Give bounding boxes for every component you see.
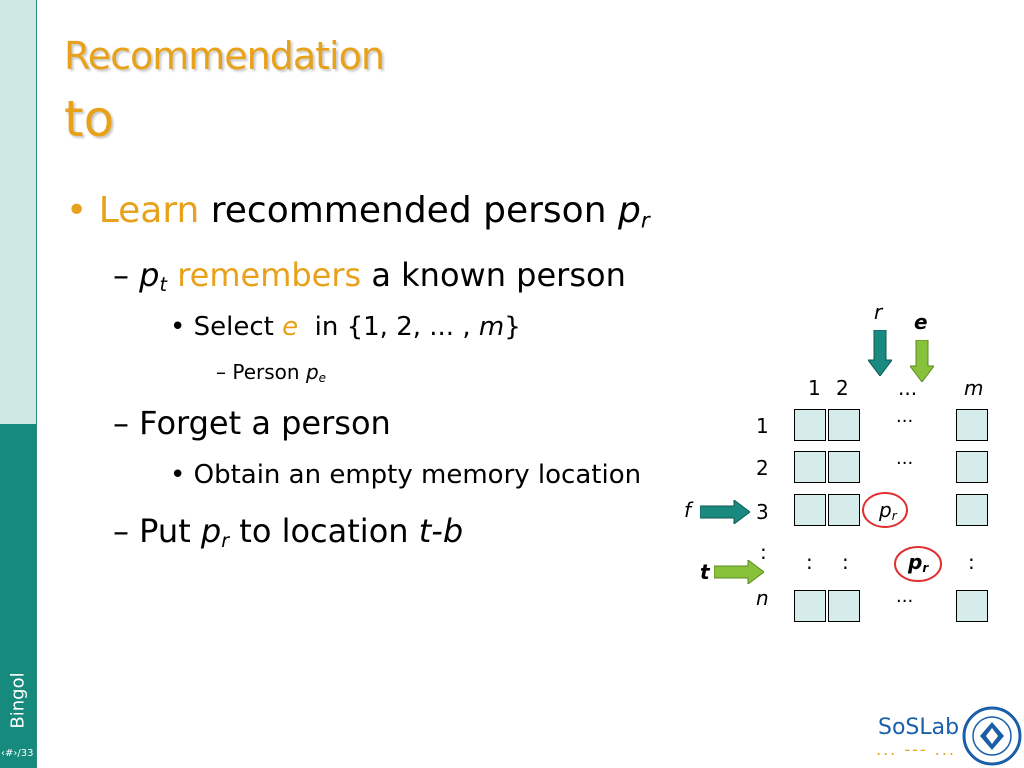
col-m-label: m bbox=[964, 376, 984, 400]
col-dots-label: ... bbox=[898, 376, 918, 400]
row-3-label: 3 bbox=[756, 500, 769, 524]
col-2-label: 2 bbox=[836, 376, 849, 400]
memory-cell bbox=[794, 409, 826, 441]
title-line-2: to bbox=[64, 90, 115, 148]
memory-cell bbox=[828, 494, 860, 526]
col-1-label: 1 bbox=[808, 376, 821, 400]
pr-target-label: pr bbox=[908, 550, 929, 575]
row-2-label: 2 bbox=[756, 456, 769, 480]
row-1-label: 1 bbox=[756, 414, 769, 438]
slide-number: ‹#›/33 bbox=[1, 748, 34, 759]
row-colon-label: : bbox=[760, 540, 767, 564]
bullet-select: • Select e in {1, 2, ... , m} bbox=[170, 312, 521, 342]
memory-cell bbox=[794, 451, 826, 483]
row-n-label: n bbox=[756, 586, 769, 610]
soslab-logo-dots: ... --- ... bbox=[876, 740, 957, 759]
bullet-forget: – Forget a person bbox=[113, 404, 391, 442]
memory-cell bbox=[828, 451, 860, 483]
row-ellipsis: ... bbox=[896, 406, 914, 427]
red-circle-icon bbox=[862, 492, 908, 528]
memory-cell bbox=[794, 494, 826, 526]
arrow-r-down-icon bbox=[868, 330, 892, 376]
row-ellipsis: ... bbox=[896, 448, 914, 469]
bullet-put: – Put pr to location t-b bbox=[113, 512, 464, 552]
sidebar-label: Bingol bbox=[7, 672, 29, 729]
arrow-e-label: e bbox=[914, 310, 928, 334]
arrow-t-right-icon bbox=[714, 560, 764, 584]
colon-mark: : bbox=[842, 550, 849, 574]
memory-cell bbox=[956, 494, 988, 526]
row-ellipsis: ... bbox=[896, 586, 914, 607]
arrow-r-label: r bbox=[874, 300, 883, 324]
colon-mark: : bbox=[968, 550, 975, 574]
arrow-e-down-icon bbox=[910, 340, 934, 382]
memory-cell bbox=[956, 590, 988, 622]
soslab-logo-text: SoSLab bbox=[878, 715, 960, 740]
arrow-f-label: f bbox=[684, 498, 692, 522]
left-sidebar: Bingol ‹#›/33 bbox=[0, 0, 37, 768]
university-seal-icon bbox=[962, 706, 1022, 766]
bullet-obtain: • Obtain an empty memory location bbox=[170, 460, 642, 490]
memory-cell bbox=[794, 590, 826, 622]
memory-cell bbox=[828, 590, 860, 622]
bullet-learn: • Learn recommended person pr bbox=[66, 190, 650, 234]
memory-cell bbox=[956, 409, 988, 441]
colon-mark: : bbox=[806, 550, 813, 574]
memory-cell bbox=[956, 451, 988, 483]
arrow-f-right-icon bbox=[700, 500, 750, 524]
red-circle-icon bbox=[894, 546, 942, 582]
bullet-person: – Person pe bbox=[216, 360, 327, 385]
bullet-remembers: – pt remembers a known person bbox=[113, 256, 626, 296]
title-line-1: Recommendation bbox=[64, 34, 385, 78]
memory-cell bbox=[828, 409, 860, 441]
pr-row3-label: pr bbox=[879, 498, 897, 523]
arrow-t-label: t bbox=[700, 560, 710, 584]
